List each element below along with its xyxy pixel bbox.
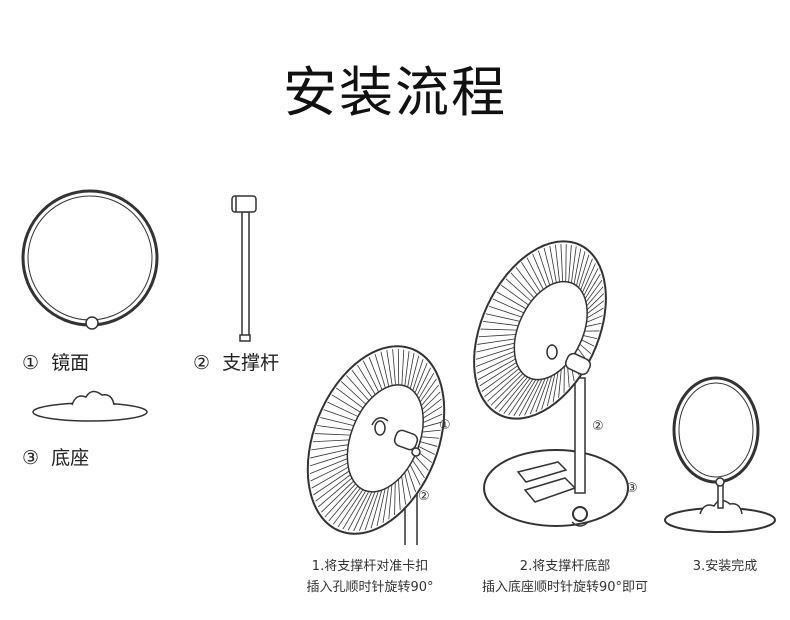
- step2-caption: 2.将支撑杆底部插入底座顺时针旋转90°即可: [481, 559, 649, 595]
- callout-base-step2: ③: [626, 481, 638, 496]
- part-label-rod: ② 支撑杆: [193, 352, 280, 374]
- part-label-base: ③ 底座: [22, 447, 90, 469]
- rod-part-drawing: [231, 195, 257, 342]
- base-part-drawing: [32, 390, 148, 422]
- mirror-part-drawing: [21, 189, 159, 330]
- callout-rod-step1: ②: [418, 489, 430, 504]
- step3-drawing: [664, 376, 776, 533]
- part-label-mirror: ① 镜面: [22, 352, 90, 374]
- mirror-rib-lines: [475, 244, 605, 417]
- step1-caption: 1.将支撑杆对准卡扣插入孔顺时针旋转90°: [306, 559, 434, 595]
- callout-mirror-step1: ①: [439, 418, 451, 433]
- step2-drawing: [473, 240, 629, 527]
- mirror-rib-lines: [309, 349, 443, 532]
- callout-rod-step2: ②: [592, 419, 604, 434]
- step1-drawing: [306, 345, 446, 545]
- page-title: 安装流程: [283, 61, 507, 124]
- step3-caption: 3.安装完成: [692, 559, 758, 574]
